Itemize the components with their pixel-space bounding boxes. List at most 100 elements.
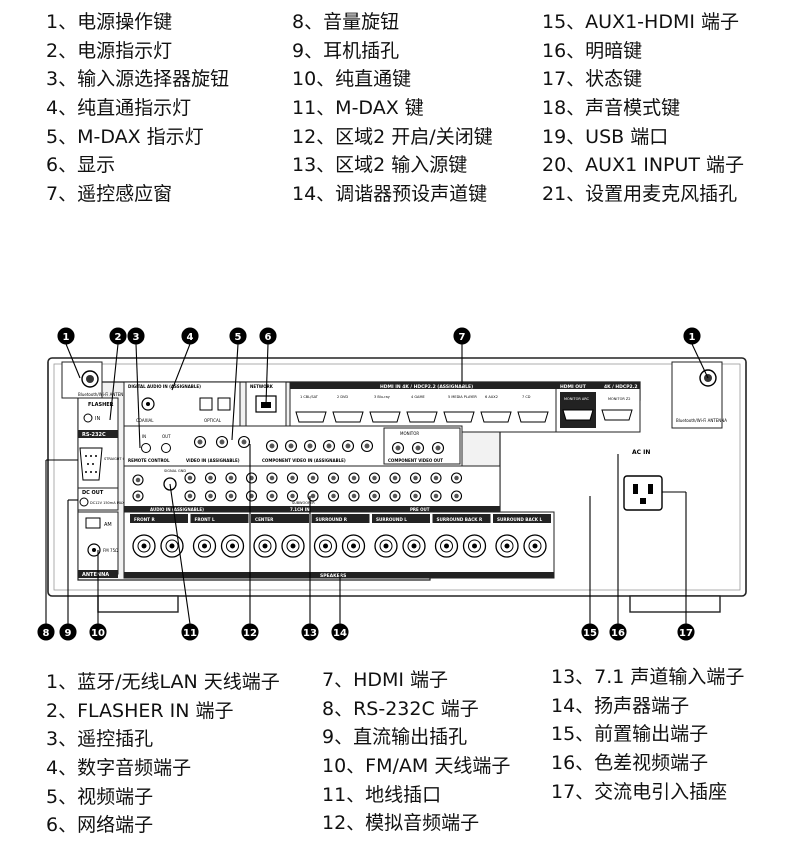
rc-in-jack[interactable] (141, 443, 151, 453)
callout-marker (181, 623, 199, 641)
dc-spec-label: DC12V 150mA MAX. (90, 501, 126, 505)
monitor-arc-label: MONITOR ARC (564, 397, 590, 401)
hdmi-in-label: HDMI IN 4K / HDCP2.2 (ASSIGNABLE) (380, 384, 473, 390)
hdmi-in-port[interactable] (480, 411, 512, 423)
legend-item: 17、交流电引入插座 (551, 780, 728, 803)
network-label: NETWORK (250, 384, 274, 389)
callout-number: 1 (63, 332, 70, 343)
optical-port-2[interactable] (217, 397, 231, 411)
callout-marker (609, 623, 627, 641)
legend-item: 15、AUX1-HDMI 端子 (542, 11, 739, 33)
legend-item: 8、RS-232C 端子 (322, 697, 479, 720)
callout-number: 15 (583, 628, 597, 639)
callout-marker (259, 327, 277, 345)
callout-marker (229, 327, 247, 345)
callout-marker (109, 327, 127, 345)
legend-item: 3、遥控插孔 (46, 728, 154, 751)
legend-item: 14、扬声器端子 (551, 694, 690, 717)
legend-item: 14、调谐器预设声道键 (292, 183, 488, 206)
legend-item: 18、声音模式键 (542, 97, 681, 120)
legend-item: 13、7.1 声道输入端子 (551, 666, 745, 688)
ac-in-label: AC IN (632, 449, 650, 456)
flasher-in-label: IN (95, 416, 100, 422)
legend-item: 17、状态键 (542, 68, 643, 91)
hdmi-out-arc-port[interactable] (562, 409, 594, 421)
callout-marker (37, 623, 55, 641)
hdmi-in-port[interactable] (369, 411, 401, 423)
callout-number: 17 (679, 628, 693, 639)
callout-number: 8 (43, 628, 50, 639)
legend-item: 2、FLASHER IN 端子 (46, 699, 234, 722)
legend-item: 5、视频端子 (46, 785, 154, 808)
legend-item: 4、纯直通指示灯 (46, 97, 192, 120)
flasher-in-jack[interactable] (83, 413, 93, 423)
callout-number: 13 (303, 628, 317, 639)
hdmi-in-port[interactable] (406, 411, 438, 423)
callout-marker (127, 327, 145, 345)
legend-item: 1、蓝牙/无线LAN 天线端子 (46, 671, 280, 693)
ac-inlet[interactable] (623, 475, 663, 511)
pre-out-label: PRE OUT (410, 507, 430, 512)
bt-antenna-label-left: Bluetooth/Wi-Fi ANTENNA (78, 392, 129, 397)
callout-marker (301, 623, 319, 641)
legend-item: 8、音量旋钮 (292, 11, 400, 33)
rs232c-port[interactable] (79, 447, 103, 481)
optical-port-1[interactable] (199, 397, 213, 411)
callout-marker (59, 623, 77, 641)
am-label: AM (104, 522, 112, 528)
callout-number: 3 (133, 332, 140, 343)
rear-panel-diagram: Bluetooth/Wi-Fi ANTENNA FLASHER IN RS-23… (37, 327, 747, 641)
speaker-group-label: SURROUND L (376, 517, 407, 522)
hdmi-out-z2-port[interactable] (601, 409, 633, 421)
am-terminal[interactable] (85, 517, 101, 529)
legend-item: 13、区域2 输入源键 (292, 154, 468, 177)
speaker-group-label: SURROUND R (316, 517, 348, 522)
coaxial-label: COAXIAL (136, 418, 154, 423)
audio-in-label: AUDIO IN (ASSIGNABLE) (150, 507, 204, 512)
fm-label: FM 75Ω (103, 548, 118, 553)
rs232c-label: RS-232C (82, 432, 106, 438)
hdmi-in-port[interactable] (332, 411, 364, 423)
ch71-in-label: 7.1CH IN (290, 507, 310, 512)
legend-item: 16、色差视频端子 (551, 752, 709, 775)
legend-item: 7、遥控感应窗 (46, 183, 173, 206)
hdmi-in-port-label: 5 MEDIA PLAYER (448, 395, 477, 399)
hdmi-in-port[interactable] (443, 411, 475, 423)
foot-right (629, 595, 721, 613)
callout-marker (683, 327, 701, 345)
legend-item: 11、地线插口 (322, 783, 442, 806)
legend-item: 10、纯直通键 (292, 68, 412, 91)
callout-marker (677, 623, 695, 641)
legend-item: 6、显示 (46, 154, 116, 177)
digital-audio-label: DIGITAL AUDIO IN (ASSIGNABLE) (128, 384, 201, 389)
rc-out-jack[interactable] (161, 443, 171, 453)
legend-item: 6、网络端子 (46, 814, 154, 837)
remote-control-label: REMOTE CONTROL (128, 458, 170, 463)
hdmi-in-port[interactable] (517, 411, 549, 423)
hdmi-in-port[interactable] (295, 411, 327, 423)
legend-item: 7、HDMI 端子 (322, 669, 449, 691)
monitor-z2-label: MONITOR Z2 (608, 397, 631, 401)
callout-number: 12 (243, 628, 257, 639)
callout-number: 1 (689, 332, 696, 343)
callout-marker (331, 623, 349, 641)
hdmi-in-port-label: 6 AUX2 (485, 395, 498, 399)
dc-out-jack[interactable] (79, 497, 89, 507)
subwoofer-label: SUBWOOFER (292, 501, 315, 505)
callout-number: 11 (183, 628, 197, 639)
legend-item: 3、输入源选择器旋钮 (46, 68, 230, 91)
callout-number: 9 (65, 628, 72, 639)
hdmi-in-port-label: 3 Blu-ray (374, 395, 390, 399)
monitor-label: MONITOR (400, 431, 419, 436)
callout-number: 7 (459, 332, 466, 343)
legend-item: 9、耳机插孔 (292, 39, 400, 62)
dc-out-label: DC OUT (82, 490, 104, 496)
legend-item: 5、M-DAX 指示灯 (46, 125, 204, 148)
antenna-label: ANTENNA (82, 572, 109, 578)
callout-number: 2 (115, 332, 122, 343)
speaker-group-label: FRONT R (134, 517, 155, 522)
